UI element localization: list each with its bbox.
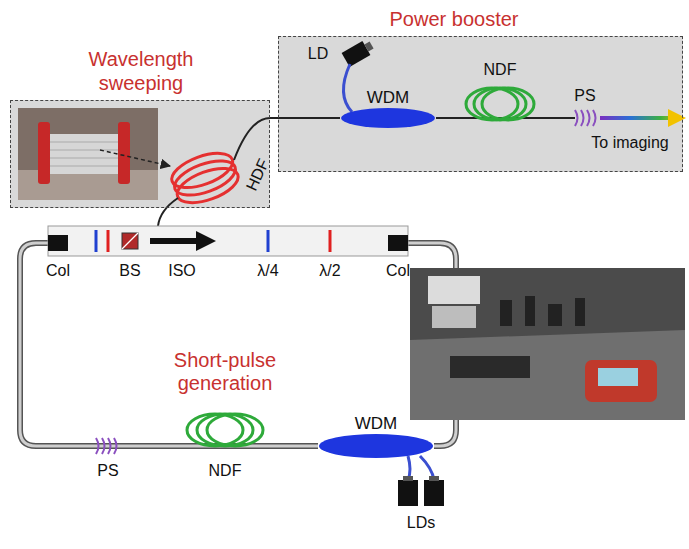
spool-wind <box>50 166 118 167</box>
photo-breadboard <box>450 356 530 378</box>
beam-splitter <box>122 233 138 249</box>
part-label: λ/2 <box>319 262 340 280</box>
photo-instrument <box>432 306 476 328</box>
part-label: Col <box>46 262 70 280</box>
laser-diode <box>398 480 418 506</box>
part-label: PS <box>97 462 118 480</box>
section-box: Wavelength sweeping <box>10 100 270 208</box>
spool-wind <box>50 158 118 159</box>
optical-bench <box>48 226 408 256</box>
section-box: Power boosterWDM <box>278 36 683 172</box>
waveplate <box>107 230 110 252</box>
part-label: λ/4 <box>257 262 278 280</box>
coil-turn <box>167 146 237 194</box>
ndf-coil <box>482 88 534 120</box>
part-label: To imaging <box>591 134 668 152</box>
photo-mount <box>525 296 535 326</box>
spool-wind <box>50 142 118 143</box>
component-label: WDM <box>340 88 436 107</box>
section-heading: Short-pulse generation <box>140 349 310 395</box>
fiber-name: HDF <box>243 156 274 194</box>
section-ground <box>10 100 270 208</box>
ring-fiber-core <box>20 243 456 446</box>
pulse-stretcher <box>96 438 117 454</box>
coupler-ellipse <box>319 434 433 458</box>
ndf-coil <box>207 414 263 446</box>
waveplate <box>95 230 98 252</box>
quarter-waveplate <box>267 230 270 252</box>
collimator <box>388 235 408 251</box>
photo-screen <box>598 368 638 386</box>
output-beam <box>600 116 670 120</box>
part-label: LD <box>308 45 328 63</box>
diode-pin <box>364 42 373 52</box>
photo-instrument <box>428 276 480 304</box>
section-heading: Wavelength sweeping <box>51 47 231 95</box>
wdm-coupler: WDM <box>340 88 436 129</box>
collimator <box>48 235 68 251</box>
fiber <box>234 118 270 160</box>
coil-turn <box>173 161 243 209</box>
half-waveplate <box>329 230 332 252</box>
diode-pin <box>403 476 413 481</box>
section-heading: Power booster <box>354 7 554 31</box>
part-label: LDs <box>407 514 435 532</box>
coupler-ellipse <box>341 108 435 128</box>
coupler-shape <box>340 107 436 129</box>
ndf-coil <box>197 414 253 446</box>
part-label: ISO <box>168 262 196 280</box>
part-label: PS <box>574 87 595 105</box>
isolator-arrowhead <box>196 231 216 251</box>
part-label: Col <box>386 262 410 280</box>
part-label: NDF <box>484 61 517 79</box>
spool-flange <box>118 122 130 184</box>
coupler-shape <box>318 433 434 459</box>
photo-powermeter <box>585 360 657 402</box>
part-label: NDF <box>209 462 242 480</box>
section-ground <box>278 36 683 172</box>
coil-turn <box>170 154 240 202</box>
wdm-coupler: WDM <box>318 414 434 459</box>
diode-pin <box>429 476 439 481</box>
laser-diode <box>342 38 376 67</box>
component-label: WDM <box>318 414 434 433</box>
photo-table <box>410 330 685 420</box>
pump-fiber <box>343 64 352 112</box>
photo-mount <box>548 304 562 326</box>
splitter-face <box>122 233 138 249</box>
fiber-link <box>270 117 340 119</box>
photo-mount <box>575 298 585 326</box>
isolator-arrow <box>150 238 198 244</box>
laser-diode <box>424 480 444 506</box>
hdf-coil <box>167 146 242 209</box>
ring-fiber <box>20 243 456 446</box>
spool-fiber <box>50 134 118 174</box>
photo-mount <box>500 300 512 326</box>
lab-photo <box>410 268 685 420</box>
output-arrowhead <box>668 109 686 127</box>
spool-flange <box>38 122 50 184</box>
leader-arrow <box>100 150 170 166</box>
spool-photo <box>18 108 158 200</box>
spool-wind <box>50 150 118 151</box>
fiber <box>158 198 178 226</box>
pulse-stretcher <box>575 110 596 126</box>
part-label: BS <box>119 262 140 280</box>
